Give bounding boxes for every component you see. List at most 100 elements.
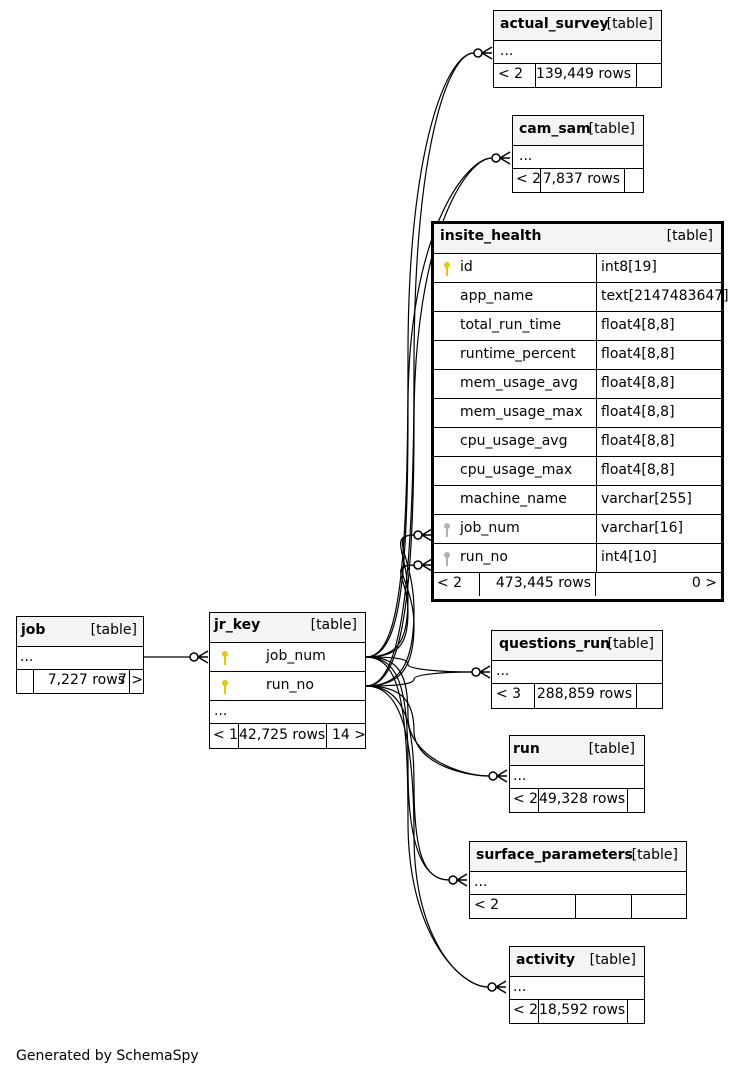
column-name: mem_usage_avg xyxy=(434,370,597,398)
edge-jr-key-to-surface-parameters xyxy=(365,685,450,881)
ellipsis-row: ... xyxy=(210,701,365,724)
table-job[interactable]: job [table] ... 7,227 rows 7 > xyxy=(16,616,144,694)
table-footer: < 2 139,449 rows xyxy=(494,64,661,87)
row-count xyxy=(576,895,632,918)
table-kind: [table] xyxy=(90,622,137,638)
table-kind: [table] xyxy=(631,847,678,863)
edge-jr-key-to-cam-sam xyxy=(365,157,493,687)
column-row: job_num xyxy=(210,643,365,672)
parent-count: < 3 xyxy=(492,684,535,708)
column-type: float4[8,8] xyxy=(601,404,675,420)
table-name: job xyxy=(21,622,46,638)
row-count: 288,859 rows xyxy=(535,684,637,708)
edge-jr-key-crowfoot xyxy=(197,650,209,664)
edge-jr-key-to-cam-sam xyxy=(365,157,493,658)
table-surface-parameters[interactable]: surface_parameters [table] ... < 2 xyxy=(469,841,687,919)
primary-key-icon xyxy=(222,651,228,666)
table-jr-key[interactable]: jr_key [table] job_num run_no ... < 1 42,… xyxy=(209,612,366,749)
table-footer: < 2 18,592 rows xyxy=(510,1000,644,1023)
table-header: questions_run [table] xyxy=(492,631,662,661)
edge-cam-sam-crowfoot xyxy=(499,151,511,165)
edge-questions-run-crowfoot xyxy=(479,665,491,679)
column-type: float4[8,8] xyxy=(601,346,675,362)
child-count: 7 > xyxy=(118,672,144,688)
table-kind: [table] xyxy=(588,121,635,137)
table-name: run xyxy=(513,741,540,757)
table-name: actual_survey xyxy=(500,16,609,32)
column-type: text[2147483647] xyxy=(601,288,729,304)
child-count xyxy=(625,169,643,192)
foreign-key-icon xyxy=(444,552,450,567)
edge-jr-key-optional-circle xyxy=(189,652,199,662)
column-name: mem_usage_max xyxy=(434,399,597,427)
edge-surface-parameters-optional-circle xyxy=(448,875,458,885)
ellipsis-row: ... xyxy=(510,766,644,789)
parent-count: < 2 xyxy=(494,64,536,87)
column-list: job_num run_no xyxy=(210,643,365,701)
edge-cam-sam-optional-circle xyxy=(491,153,501,163)
parent-count: < 2 xyxy=(434,573,480,596)
row-count: 139,449 rows xyxy=(536,64,637,87)
table-kind: [table] xyxy=(607,636,654,652)
column-type: int4[10] xyxy=(601,549,657,565)
child-count xyxy=(637,684,662,708)
table-questions-run[interactable]: questions_run [table] ... < 3 288,859 ro… xyxy=(491,630,663,709)
table-header: activity [table] xyxy=(510,947,644,977)
table-actual-survey[interactable]: actual_survey [table] ... < 2 139,449 ro… xyxy=(493,10,662,88)
column-name: app_name xyxy=(434,283,597,311)
edge-surface-parameters-crowfoot xyxy=(456,873,468,887)
parent-count: < 1 xyxy=(210,724,239,749)
foreign-key-icon xyxy=(444,523,450,538)
edge-jr-key-to-activity xyxy=(365,656,489,988)
table-kind: [table] xyxy=(666,228,713,244)
column-name: run_no xyxy=(266,677,314,693)
column-type: float4[8,8] xyxy=(601,317,675,333)
table-footer: < 2 7,837 rows xyxy=(513,169,643,192)
edge-jr-key-to-actual-survey xyxy=(365,52,475,658)
table-kind: [table] xyxy=(588,741,635,757)
table-footer: < 2 473,445 rows 0 > xyxy=(434,573,721,596)
column-name: cpu_usage_avg xyxy=(434,428,597,456)
table-run[interactable]: run [table] ... < 2 49,328 rows xyxy=(509,735,645,813)
column-type: float4[8,8] xyxy=(601,375,675,391)
edge-jr-key-to-actual-survey xyxy=(365,52,475,687)
table-name: questions_run xyxy=(499,636,611,652)
table-header: jr_key [table] xyxy=(210,613,365,643)
table-footer: < 3 288,859 rows xyxy=(492,684,662,708)
ellipsis: ... xyxy=(513,768,527,784)
row-count: 42,725 rows xyxy=(239,724,327,749)
ellipsis: ... xyxy=(500,43,514,59)
table-footer: < 2 xyxy=(470,895,686,918)
primary-key-icon xyxy=(222,680,228,695)
child-count xyxy=(632,895,686,918)
child-count: 0 > xyxy=(691,575,717,591)
edge-insite-health-job-num-crowfoot xyxy=(421,528,433,542)
parent-count: < 2 xyxy=(510,789,539,812)
edge-jr-key-to-questions-run xyxy=(365,656,473,673)
table-kind: [table] xyxy=(589,952,636,968)
edge-insite-health-job-num-optional-circle xyxy=(413,530,423,540)
table-activity[interactable]: activity [table] ... < 2 18,592 rows xyxy=(509,946,645,1024)
table-header: actual_survey [table] xyxy=(494,11,661,41)
column-name: runtime_percent xyxy=(434,341,597,369)
edge-jr-key-to-run xyxy=(365,685,490,777)
table-header: surface_parameters [table] xyxy=(470,842,686,872)
column-type: int8[19] xyxy=(601,259,657,275)
generated-by-footer: Generated by SchemaSpy xyxy=(16,1048,199,1064)
parent-count: < 2 xyxy=(510,1000,539,1023)
column-type: float4[8,8] xyxy=(601,462,675,478)
edge-run-optional-circle xyxy=(488,771,498,781)
table-kind: [table] xyxy=(606,16,653,32)
ellipsis-row: ... xyxy=(492,661,662,684)
table-cam-sam[interactable]: cam_sam [table] ... < 2 7,837 rows xyxy=(512,115,644,193)
ellipsis-row: ... xyxy=(17,647,143,670)
edge-insite-health-run-no-optional-circle xyxy=(413,560,423,570)
